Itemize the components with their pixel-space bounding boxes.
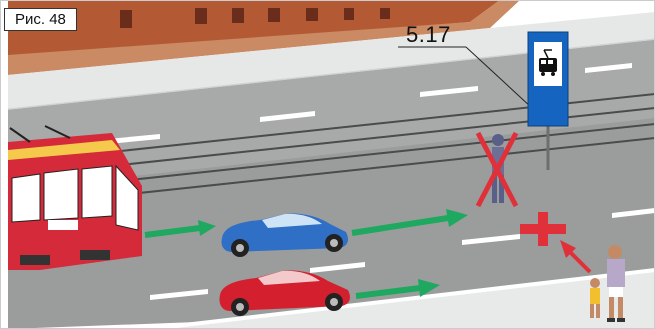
figure-label: Рис. 48 bbox=[4, 8, 77, 31]
sign-board bbox=[528, 32, 568, 126]
sign-code-label: 5.17 bbox=[406, 22, 451, 48]
